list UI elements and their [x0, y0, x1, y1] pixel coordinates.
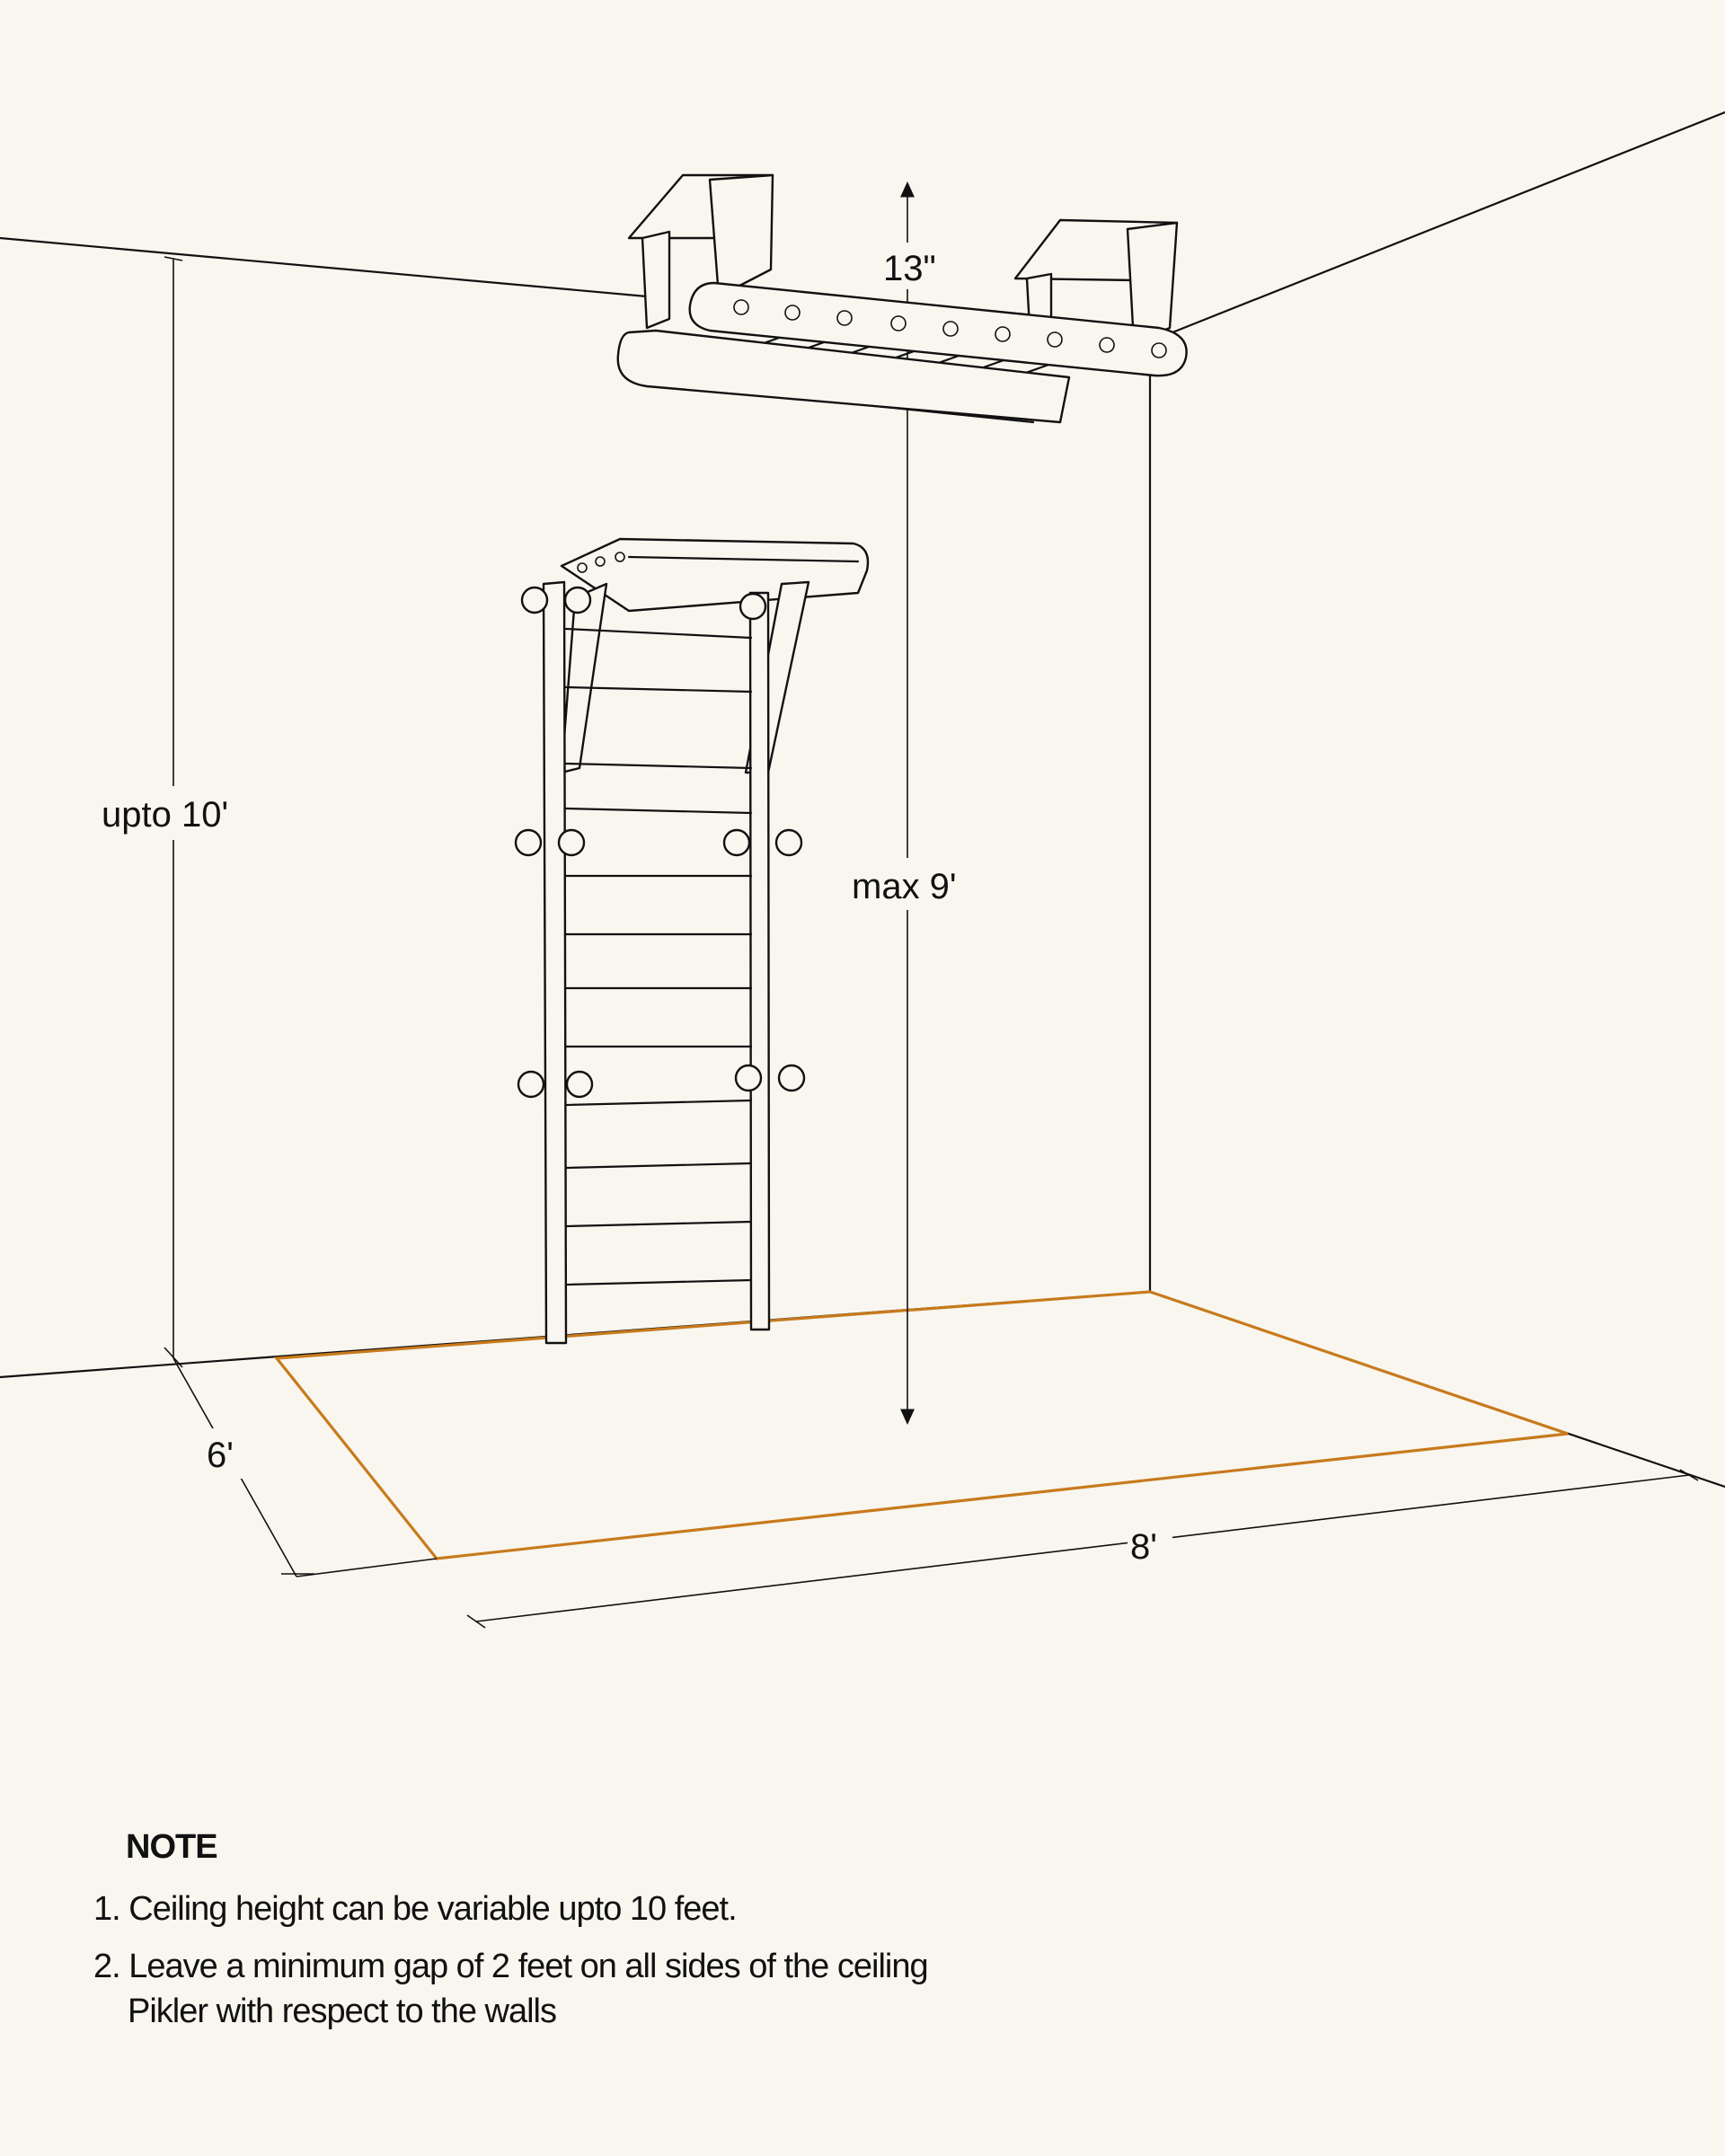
rack-back-rail: [616, 329, 1071, 424]
ladder-rung: [564, 762, 753, 770]
note-item: 2. Leave a minimum gap of 2 feet on all …: [93, 1944, 929, 2034]
ceiling-height-dimension: upto 10': [94, 256, 254, 1368]
note-title: NOTE: [126, 1828, 218, 1866]
mount-knob: [722, 828, 751, 857]
note-item-text: Leave a minimum gap of 2 feet on all sid…: [128, 1948, 928, 1985]
wall-mount-knobs: [514, 586, 806, 1099]
width-tick-right: [1679, 1469, 1699, 1481]
ceiling-height-label: upto 10': [102, 795, 228, 835]
rack-front-rail: [688, 281, 1188, 377]
rail-hole: [1099, 337, 1115, 353]
bracket-right-side: [1126, 221, 1179, 345]
ceiling-height-label-bg: [94, 786, 254, 840]
width-tick-left: [466, 1614, 486, 1629]
ceiling-height-tick-bottom: [164, 1347, 183, 1368]
rail-hole: [1047, 331, 1063, 348]
mount-knob: [734, 1064, 763, 1092]
bracket-drop-label: 13": [883, 249, 936, 288]
mount-knob: [517, 1070, 545, 1099]
ladder-rung: [564, 1278, 753, 1286]
width-line: [475, 1474, 1690, 1622]
pikler-height-dimension: 13" max 9': [846, 181, 972, 1425]
room-diagram: upto 10' 6' 8' 13" max 9': [0, 110, 1725, 1629]
mount-knob: [514, 828, 543, 857]
mount-knob: [739, 592, 767, 621]
note-section: NOTE 1. Ceiling height can be variable u…: [93, 1828, 929, 2046]
rail-hole: [784, 305, 801, 321]
ladder-rung: [564, 627, 753, 640]
mount-knob: [520, 586, 549, 614]
width-label: 8': [1130, 1527, 1157, 1567]
bracket-left-side: [708, 173, 774, 298]
mount-knob: [777, 1064, 806, 1092]
rail-hole: [1151, 342, 1167, 358]
ladder-rail-right: [748, 591, 771, 1331]
ladder-rung: [564, 1162, 753, 1170]
note-item-continuation: Pikler with respect to the walls: [128, 1993, 557, 2030]
pikler-height-label-bg: [846, 858, 972, 910]
ceiling-right-edge: [1148, 110, 1725, 343]
depth-label: 6': [207, 1436, 234, 1475]
mount-knob: [557, 828, 586, 857]
floor-area-outline: [273, 1290, 1569, 1560]
ladder-rung: [564, 807, 753, 815]
rail-hole: [995, 326, 1011, 342]
bar-hole: [577, 562, 588, 573]
ceiling-rack: [616, 173, 1188, 424]
bar-hole: [595, 556, 606, 567]
mount-knob: [563, 586, 592, 614]
rail-hole: [733, 299, 749, 315]
rail-hole: [836, 310, 853, 326]
wall-ladder: [514, 537, 870, 1345]
pullup-bar: [627, 555, 860, 563]
depth-dimension: 6': [172, 1357, 314, 1577]
mount-knob: [565, 1070, 594, 1099]
bracket-drop-label-bg: [879, 243, 942, 289]
ladder-rung: [564, 1220, 753, 1228]
bar-hole: [615, 552, 625, 562]
ladder-rail-left: [542, 580, 568, 1345]
ladder-rung: [564, 1099, 753, 1107]
ceiling-height-tick-top: [164, 256, 183, 261]
mount-knob: [774, 828, 803, 857]
note-item: 1. Ceiling height can be variable upto 1…: [93, 1886, 928, 1931]
pullup-bar-frame: [560, 537, 870, 613]
width-extension-left: [296, 1558, 438, 1577]
note-item-text: Ceiling height can be variable upto 10 f…: [128, 1890, 737, 1928]
rail-hole: [942, 321, 959, 337]
width-label-bg: [1128, 1520, 1172, 1570]
note-item-number: 2.: [93, 1948, 121, 1985]
note-item-number: 1.: [93, 1890, 121, 1928]
rack-front-rail-holes: [733, 299, 1167, 358]
rail-hole: [890, 315, 907, 331]
ladder-rung: [564, 685, 753, 694]
pullup-brace-left: [560, 582, 608, 774]
depth-label-bg: [202, 1428, 247, 1479]
bracket-left-arm: [641, 230, 671, 330]
pikler-height-label: max 9': [852, 867, 957, 906]
width-dimension: 8': [296, 1469, 1699, 1629]
ladder-rungs: [564, 627, 753, 1286]
ceiling-left-edge: [0, 236, 649, 298]
